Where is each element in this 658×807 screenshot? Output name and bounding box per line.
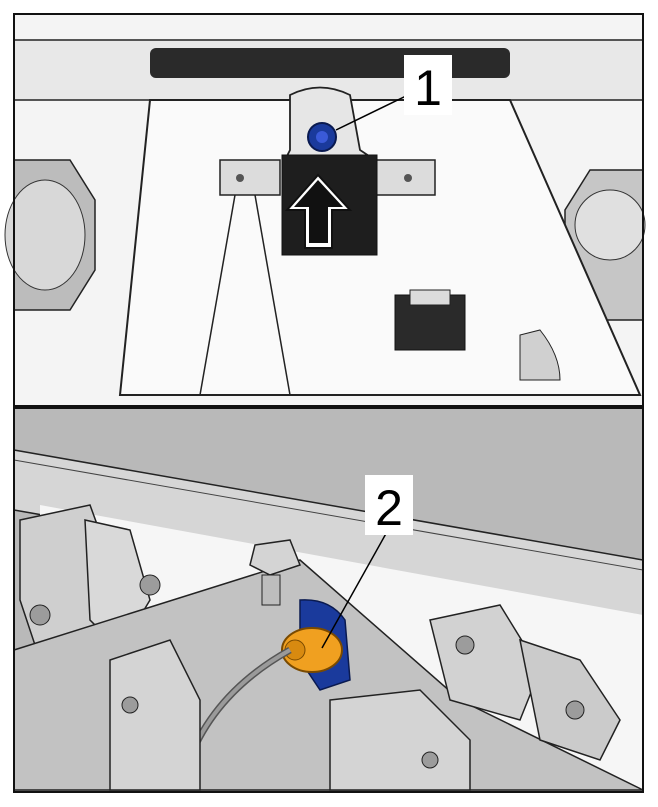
callout-2: 2 bbox=[321, 475, 413, 649]
callout-1: 1 bbox=[335, 55, 452, 131]
callout-2-label: 2 bbox=[375, 480, 403, 536]
up-arrow-icon bbox=[284, 173, 353, 249]
callout-1-label: 1 bbox=[414, 60, 442, 116]
top-panel: 1 bbox=[4, 13, 646, 407]
connector-2 bbox=[281, 627, 343, 673]
bottom-panel: 2 bbox=[13, 407, 644, 793]
